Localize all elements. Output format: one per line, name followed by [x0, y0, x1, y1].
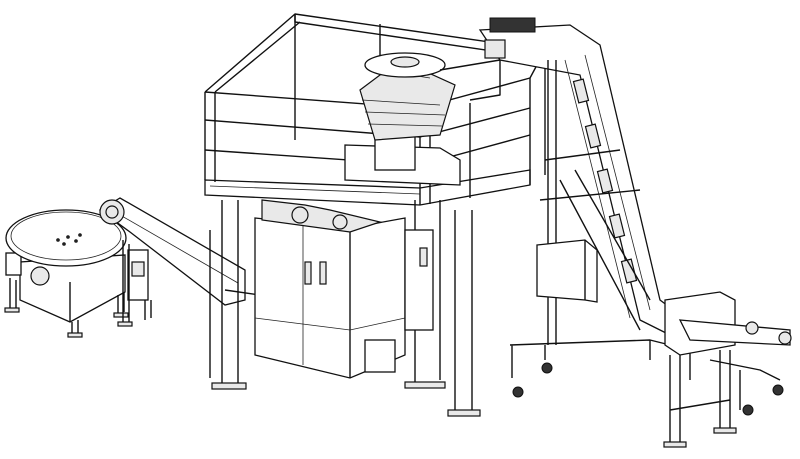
control-box: [536, 239, 598, 303]
vertical-bagger: [254, 199, 434, 379]
multihead-weigher: [344, 52, 501, 186]
incline-conveyor: [98, 197, 261, 327]
rotary-table: [4, 209, 129, 338]
bucket-elevator: [478, 17, 784, 416]
output-conveyor: [663, 291, 792, 448]
support-platform: [204, 13, 546, 417]
